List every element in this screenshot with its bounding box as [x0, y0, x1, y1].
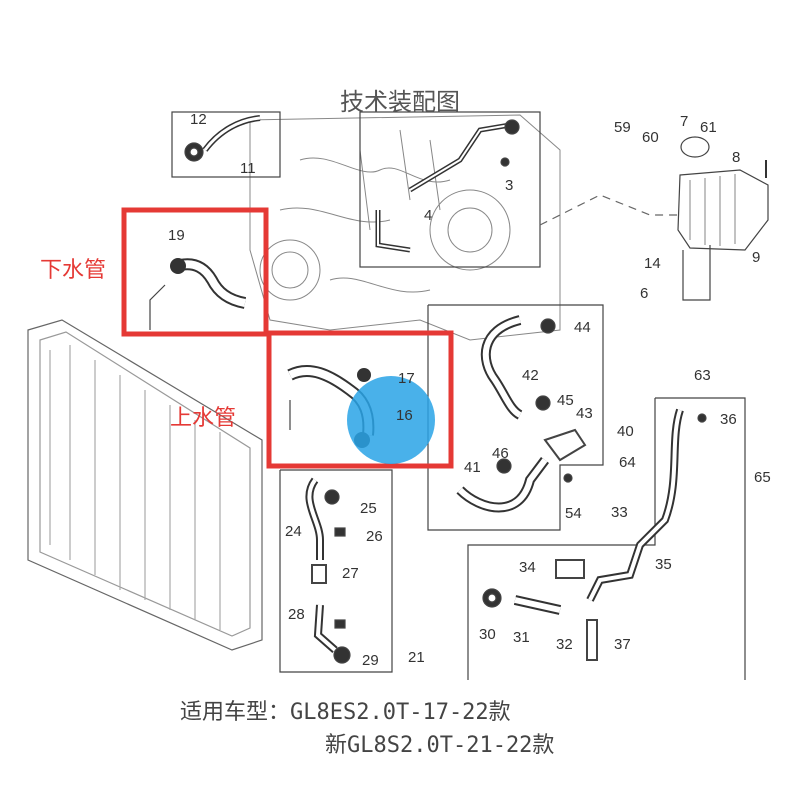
part-label: 3: [505, 177, 513, 194]
diagram-title: 技术装配图: [340, 88, 460, 116]
part-label: 32: [556, 636, 573, 653]
engine-drawing: [249, 114, 561, 341]
lower-hose-highlight-box: [121, 207, 269, 337]
box-parts-3-4: [359, 111, 541, 268]
part-label: 11: [240, 160, 256, 177]
part-label: 35: [655, 556, 672, 573]
part-label: 16: [396, 407, 413, 424]
part-label: 29: [362, 652, 379, 669]
part-label: 63: [694, 367, 711, 384]
part-label: 9: [752, 249, 760, 266]
part-label: 21: [408, 649, 425, 666]
lower-hose-drawing: [149, 258, 247, 330]
part-label: 54: [565, 505, 582, 522]
part-label: 24: [285, 523, 302, 540]
part-label: 40: [617, 423, 634, 440]
applicable-models-line1: 适用车型：GL8ES2.0T-17-22款: [180, 700, 511, 725]
lower-hose-callout: 下水管: [40, 258, 107, 283]
part-label: 41: [464, 459, 481, 476]
part-label: 45: [557, 392, 574, 409]
position-marker: [347, 376, 435, 464]
box-parts-40: [427, 304, 604, 531]
part-label: 12: [190, 111, 207, 128]
part-label: 28: [288, 606, 305, 623]
part-label: 8: [732, 149, 740, 166]
part-label: 34: [519, 559, 536, 576]
part-label: 43: [576, 405, 593, 422]
part-label: 37: [614, 636, 631, 653]
part-label: 33: [611, 504, 628, 521]
part-label: 19: [168, 227, 185, 244]
part-label: 26: [366, 528, 383, 545]
part-label: 7: [680, 113, 688, 130]
part-label: 25: [360, 500, 377, 517]
part-label: 27: [342, 565, 359, 582]
reservoir-drawing: [539, 136, 769, 301]
applicable-models-line2: 新GL8S2.0T-21-22款: [325, 733, 555, 758]
part-label: 4: [424, 207, 432, 224]
part-label: 36: [720, 411, 737, 428]
radiator-drawing: [27, 319, 263, 651]
part-label: 14: [644, 255, 661, 272]
part-label: 44: [574, 319, 591, 336]
part-label: 17: [398, 370, 415, 387]
part-label: 64: [619, 454, 636, 471]
box-parts-63: [467, 397, 746, 680]
part-label: 65: [754, 469, 771, 486]
box-parts-21: [279, 469, 393, 673]
part-label: 46: [492, 445, 509, 462]
upper-hose-callout: 上水管: [170, 406, 237, 431]
part-label: 59: [614, 119, 631, 136]
part-label: 42: [522, 367, 539, 384]
upper-hose-highlight-box: [266, 330, 454, 469]
part-label: 61: [700, 119, 717, 136]
part-label: 6: [640, 285, 648, 302]
part-labels: 12 11 19 17 16 59 60 7 61 8 9 14 6 3 4 4…: [168, 111, 771, 669]
part-label: 30: [479, 626, 496, 643]
box-parts-11-12: [171, 111, 281, 178]
part-label: 60: [642, 129, 659, 146]
part-label: 31: [513, 629, 530, 646]
